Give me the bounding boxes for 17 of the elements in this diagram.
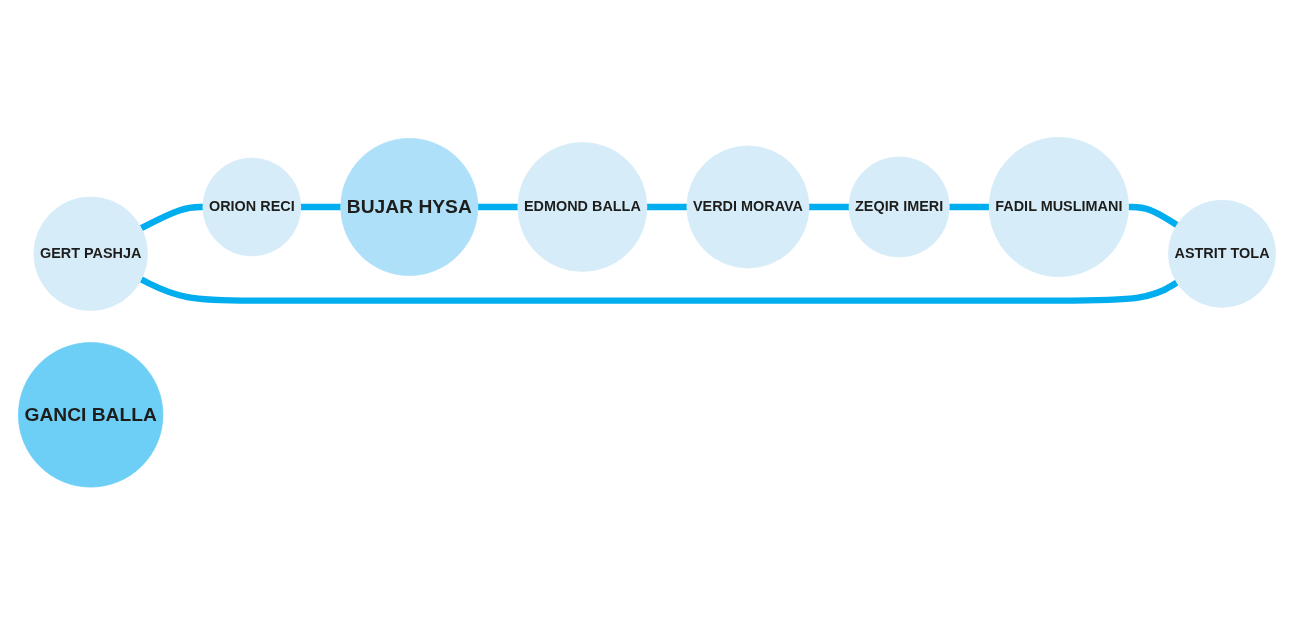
connector (1127, 203, 1179, 228)
node-circle: EDMOND BALLA (517, 141, 647, 272)
node-circle: ORION RECI (202, 157, 301, 256)
connector (139, 203, 203, 231)
node-circle: ZEQIR IMERI (848, 156, 950, 258)
connector (300, 203, 341, 210)
connector (477, 203, 518, 210)
connector (948, 203, 989, 210)
node-circle: VERDI MORAVA (686, 145, 809, 269)
node-circle: BUJAR HYSA (339, 137, 478, 276)
node-circle: GERT PASHJA (33, 196, 148, 311)
node-circle: ASTRIT TOLA (1167, 199, 1276, 308)
node-circle: GANCI BALLA (17, 341, 163, 488)
connector (646, 203, 687, 210)
connector (808, 203, 849, 210)
connector (139, 276, 1179, 304)
node-circle: FADIL MUSLIMANI (988, 136, 1129, 277)
